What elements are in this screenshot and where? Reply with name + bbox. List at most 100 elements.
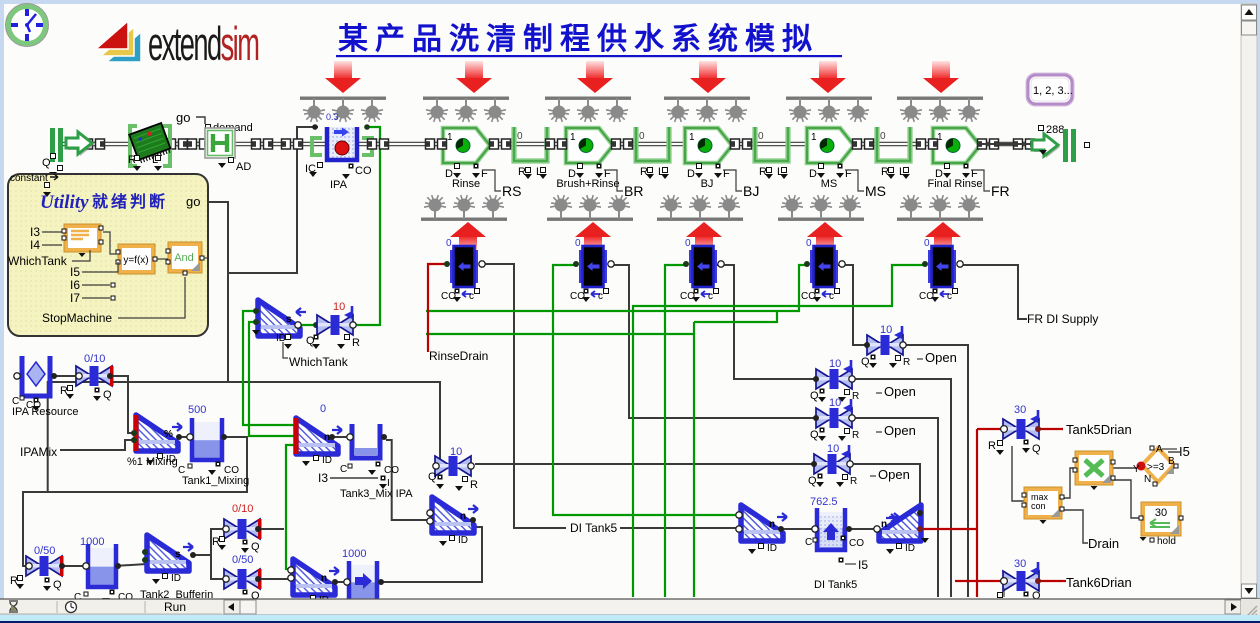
svg-text:n: n [460, 511, 466, 522]
svg-text:I4: I4 [30, 238, 40, 252]
svg-text:Q: Q [251, 541, 260, 553]
svg-text:0: 0 [924, 238, 930, 249]
svg-text:R: R [881, 166, 889, 178]
svg-text:R: R [10, 575, 18, 587]
svg-text:F: F [723, 168, 730, 180]
svg-text:30: 30 [1014, 404, 1026, 416]
svg-text:R: R [212, 536, 220, 548]
svg-text:I7: I7 [70, 291, 80, 305]
svg-text:CO: CO [441, 291, 456, 302]
svg-text:Q: Q [428, 471, 437, 483]
svg-text:DI Tank5: DI Tank5 [570, 521, 617, 535]
svg-text:IPA: IPA [330, 179, 348, 191]
svg-text:L: L [777, 166, 783, 178]
svg-text:Run: Run [164, 600, 186, 614]
svg-text:1: 1 [811, 132, 817, 143]
svg-text:c: c [947, 291, 952, 302]
svg-text:Drain: Drain [1088, 536, 1119, 551]
svg-text:IPAMix: IPAMix [20, 445, 57, 459]
svg-text:CO: CO [26, 400, 41, 411]
svg-text:R: R [988, 440, 996, 452]
svg-text:10: 10 [827, 443, 839, 455]
svg-text:n: n [881, 519, 887, 530]
svg-text:0.3: 0.3 [326, 112, 339, 122]
svg-text:n: n [769, 519, 775, 530]
svg-text:就绪判断: 就绪判断 [92, 192, 168, 211]
svg-text:Open: Open [878, 467, 910, 482]
svg-text:WhichTank: WhichTank [8, 254, 68, 268]
svg-text:30: 30 [1155, 507, 1167, 519]
svg-text:CO: CO [118, 592, 133, 603]
svg-text:I6: I6 [70, 278, 80, 292]
svg-text:0: 0 [575, 238, 581, 249]
svg-text:R: R [60, 385, 68, 397]
svg-text:CO: CO [680, 291, 695, 302]
svg-text:go: go [176, 110, 190, 125]
svg-text:R: R [352, 337, 360, 349]
svg-text:CO: CO [919, 291, 934, 302]
svg-text:BJ: BJ [701, 178, 714, 190]
svg-text:Open: Open [884, 384, 916, 399]
svg-text:ID: ID [767, 543, 777, 554]
svg-text:10: 10 [450, 446, 462, 458]
svg-text:Q: Q [810, 390, 819, 402]
svg-text:IPA Resource: IPA Resource [12, 406, 78, 418]
svg-text:R: R [903, 357, 910, 368]
svg-text:A: A [1156, 444, 1163, 455]
svg-text:n: n [321, 573, 327, 584]
svg-text:DI Tank5: DI Tank5 [814, 579, 857, 591]
svg-text:0: 0 [685, 238, 691, 249]
svg-text:%: % [164, 429, 173, 440]
svg-text:>=3: >=3 [1147, 462, 1165, 473]
svg-text:I: I [387, 478, 390, 489]
svg-text:C: C [12, 396, 19, 407]
svg-text:I5: I5 [858, 558, 868, 572]
svg-text:max: max [1031, 492, 1049, 502]
svg-text:I3: I3 [30, 225, 40, 239]
svg-text:CO: CO [224, 465, 239, 476]
svg-text:Open: Open [925, 350, 957, 365]
svg-text:0: 0 [446, 238, 452, 249]
svg-text:D: D [809, 168, 817, 180]
svg-text:D: D [687, 168, 695, 180]
svg-text:c: c [829, 291, 834, 302]
svg-text:FR DI Supply: FR DI Supply [1027, 312, 1098, 326]
svg-text:10: 10 [829, 397, 841, 409]
svg-text:Brush+Rinse: Brush+Rinse [556, 178, 619, 190]
svg-text:R: R [640, 166, 648, 178]
svg-text:1: 1 [689, 132, 695, 143]
svg-text:CO: CO [570, 291, 585, 302]
svg-text:288: 288 [1046, 124, 1064, 136]
svg-text:StopMachine: StopMachine [42, 311, 112, 325]
svg-text:F: F [971, 168, 978, 180]
svg-text:Q: Q [103, 389, 112, 401]
svg-text:extendsim: extendsim [148, 18, 258, 71]
svg-text:CO: CO [355, 165, 372, 177]
svg-text:ID: ID [171, 573, 181, 584]
svg-text:1: 1 [570, 132, 576, 143]
svg-text:500: 500 [188, 404, 206, 416]
svg-text:D: D [935, 168, 943, 180]
svg-text:c: c [708, 291, 713, 302]
svg-text:y=f(x): y=f(x) [123, 255, 148, 266]
svg-text:F: F [481, 168, 488, 180]
svg-text:c: c [469, 291, 474, 302]
svg-text:Q: Q [1032, 590, 1041, 602]
svg-text:F: F [845, 168, 852, 180]
svg-text:L: L [536, 166, 542, 178]
svg-text:某产品洗清制程供水系统模拟: 某产品洗清制程供水系统模拟 [338, 22, 819, 56]
svg-text:s: s [286, 314, 292, 325]
svg-text:0: 0 [758, 131, 764, 142]
svg-text:CO: CO [849, 538, 864, 549]
svg-text:constant: constant [10, 173, 48, 184]
svg-text:ID: ID [322, 455, 332, 466]
svg-text:30: 30 [1014, 558, 1026, 570]
svg-text:10: 10 [880, 324, 892, 336]
svg-text:0/50: 0/50 [232, 554, 253, 566]
svg-text:I5: I5 [1179, 444, 1190, 459]
svg-text:Tank1_Mixing: Tank1_Mixing [182, 475, 249, 487]
svg-text:BR: BR [624, 183, 643, 199]
svg-text:Tank5Drian: Tank5Drian [1066, 422, 1132, 437]
svg-text:R: R [852, 430, 859, 441]
svg-text:FR: FR [991, 183, 1010, 199]
